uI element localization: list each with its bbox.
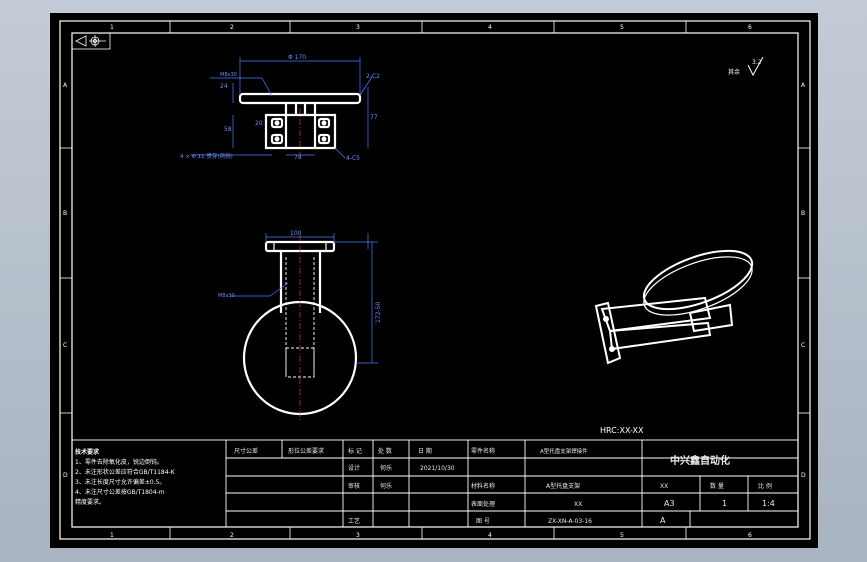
zone-col-1: 1 bbox=[110, 24, 114, 31]
zone-ticks bbox=[60, 21, 810, 539]
roughness-check-icon bbox=[747, 56, 764, 77]
roughness-label: 其余 bbox=[728, 68, 740, 76]
tray-plate bbox=[238, 92, 362, 105]
inner-frame bbox=[71, 32, 799, 528]
zone-row-c: C bbox=[63, 342, 67, 349]
tb-shape-check: 形位公差要求 bbox=[288, 447, 324, 455]
tb-check-label: 审核 bbox=[348, 482, 360, 490]
dim-hole-note: 4 × Φ 11 贯穿(两侧) bbox=[180, 152, 233, 160]
tech-req-item-5: 精度要求。 bbox=[75, 498, 105, 506]
tb-part-name-label: 零件名称 bbox=[471, 447, 495, 455]
zone-col-5: 5 bbox=[620, 24, 624, 31]
zone-col-3: 3 bbox=[356, 24, 360, 31]
tech-req-item-2: 2、未注形状公差应符合GB/T1184-K bbox=[75, 468, 176, 476]
zone-col-6-bottom: 6 bbox=[748, 532, 752, 539]
title-block bbox=[71, 439, 799, 528]
tb-design-date: 2021/10/30 bbox=[420, 465, 455, 472]
top-view-dimensions bbox=[190, 57, 373, 159]
tb-company: 中兴鑫自动化 bbox=[670, 454, 730, 467]
dim-chamfer-top: 2-C2 bbox=[366, 73, 380, 80]
tb-tolerance-check: 尺寸公差 bbox=[234, 447, 258, 455]
tb-scale: 1:4 bbox=[762, 499, 775, 508]
zone-col-2-bottom: 2 bbox=[230, 532, 234, 539]
tb-check-name: 何乐 bbox=[380, 482, 392, 490]
dim-plate-inner: 20 bbox=[255, 120, 263, 127]
tech-req-item-4: 4、未注尺寸公差按GB/T1804-m bbox=[75, 488, 165, 496]
zone-row-d-right: D bbox=[801, 472, 806, 479]
tb-drawing-no: ZX-XN-A-03-16 bbox=[548, 518, 592, 525]
zone-col-3-bottom: 3 bbox=[356, 532, 360, 539]
iso-tray-disc bbox=[642, 249, 754, 311]
tb-qty-col: 数 量 bbox=[710, 482, 724, 490]
dim-front-plate-width: 100 bbox=[290, 230, 302, 237]
top-view-leader-label: M8x30 bbox=[220, 72, 237, 78]
drawing-sheet: 1 2 3 4 5 6 1 2 3 4 5 6 A B C D A B C D bbox=[50, 13, 818, 548]
tb-assembly-name: A型托盘支架焊接件 bbox=[540, 447, 588, 455]
zone-row-a-right: A bbox=[801, 82, 806, 89]
zone-col-5-bottom: 5 bbox=[620, 532, 624, 539]
front-view-leader-label: M8x30 bbox=[218, 293, 235, 299]
tb-material: XX bbox=[660, 483, 668, 490]
tb-qty-label: 处 数 bbox=[378, 447, 392, 455]
zone-col-1-bottom: 1 bbox=[110, 532, 114, 539]
top-view: Φ 170 2-C2 24 77 58 20 78 4-C5 4 × Φ 11 … bbox=[180, 54, 380, 162]
roughness-value: 3.2 bbox=[752, 59, 762, 66]
isometric-view bbox=[594, 249, 754, 365]
zone-row-b-right: B bbox=[801, 210, 805, 217]
dim-plate-height: 58 bbox=[224, 126, 232, 133]
outer-frame bbox=[59, 20, 811, 540]
tb-mark-label: 标 记 bbox=[348, 447, 362, 455]
tech-requirements: 技术要求 1、零件去除氧化皮，锐边倒钝。 2、未注形状公差应符合GB/T1184… bbox=[75, 448, 176, 506]
zone-row-b: B bbox=[63, 210, 67, 217]
tb-qty: 1 bbox=[722, 499, 727, 508]
dim-right-height: 77 bbox=[370, 114, 378, 121]
tb-surface: XX bbox=[574, 501, 582, 508]
zone-row-c-right: C bbox=[801, 342, 805, 349]
dim-front-height: 172-50 bbox=[375, 302, 382, 323]
zone-col-2: 2 bbox=[230, 24, 234, 31]
tech-req-title: 技术要求 bbox=[75, 448, 100, 456]
zone-row-a: A bbox=[63, 82, 68, 89]
dim-chamfer-bottom: 4-C5 bbox=[346, 155, 360, 162]
front-view: 100 172-50 M8x30 bbox=[218, 230, 382, 421]
cad-drawing: 1 2 3 4 5 6 1 2 3 4 5 6 A B C D A B C D bbox=[59, 20, 811, 540]
dim-width: Φ 170 bbox=[288, 54, 306, 61]
tb-process-label: 工艺 bbox=[348, 517, 360, 525]
zone-col-4-bottom: 4 bbox=[488, 532, 492, 539]
zone-row-d: D bbox=[63, 472, 68, 479]
zone-col-4: 4 bbox=[488, 24, 492, 31]
tb-version: A bbox=[660, 516, 666, 525]
bolt-holes bbox=[274, 120, 327, 142]
zone-col-6: 6 bbox=[748, 24, 752, 31]
tb-part-name: A型托盘支架 bbox=[546, 482, 580, 490]
tb-format: A3 bbox=[664, 499, 675, 508]
tb-design-name: 何乐 bbox=[380, 464, 392, 472]
dim-left-height: 24 bbox=[220, 83, 228, 90]
dim-plate-width: 78 bbox=[294, 154, 302, 161]
projection-symbol-icon bbox=[71, 32, 111, 50]
iso-mount-plate bbox=[594, 301, 622, 365]
front-view-dimensions bbox=[230, 233, 378, 364]
tb-heat-label: 表面处理 bbox=[471, 500, 495, 508]
roughness-symbol: 其余 3.2 bbox=[728, 56, 764, 77]
tb-material-label: 材料名称 bbox=[471, 482, 495, 490]
tech-req-item-3: 3、未注长度尺寸允许偏差±0.5。 bbox=[75, 478, 165, 486]
tb-design-label: 设计 bbox=[348, 464, 360, 472]
tb-scale-col: 比 例 bbox=[758, 482, 772, 490]
hardness-label: HRC:XX-XX bbox=[600, 426, 644, 435]
tb-date-label: 日 期 bbox=[418, 447, 432, 455]
tech-req-item-1: 1、零件去除氧化皮，锐边倒钝。 bbox=[75, 458, 163, 466]
tb-drawing-no-label: 图 号 bbox=[476, 518, 490, 525]
